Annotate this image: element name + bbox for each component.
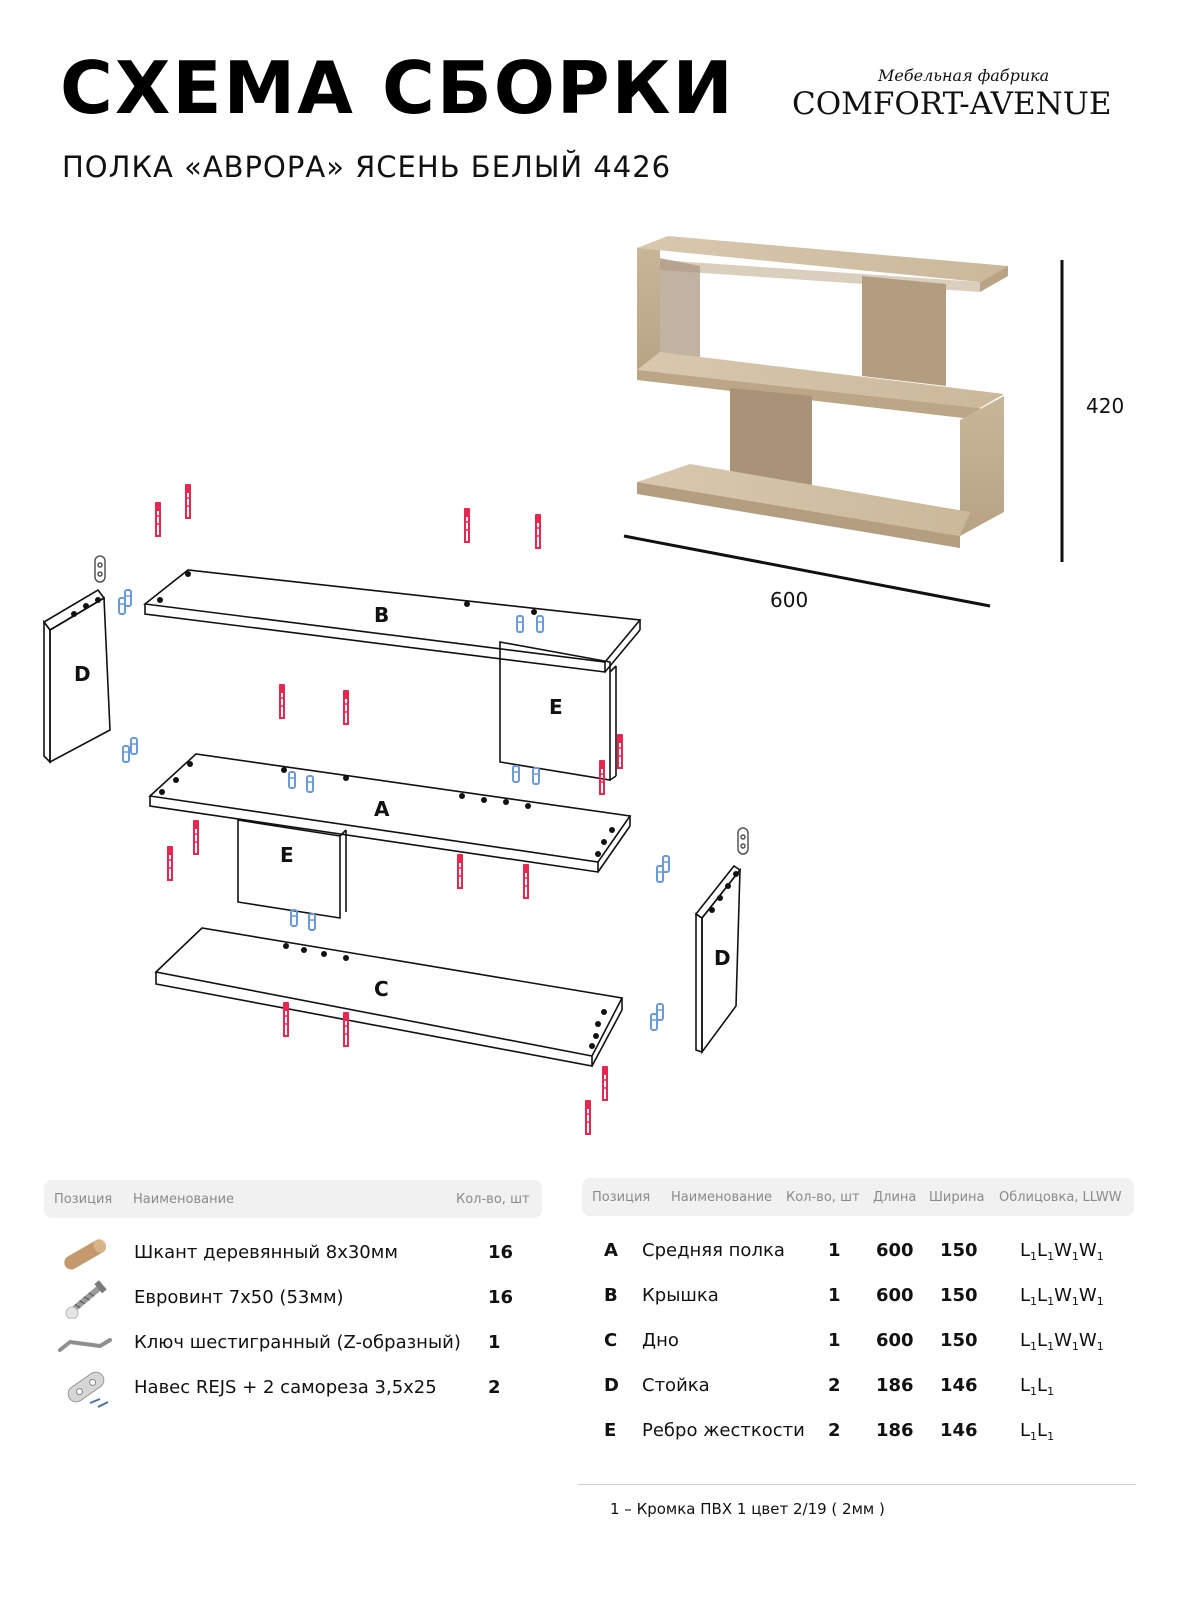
part-row: C Дно 1 600 150 L1L1W1W1 [584,1322,1144,1367]
hanger-icon [94,555,749,855]
fitting-name: Евровинт 7x50 (53мм) [134,1287,344,1308]
fitting-row: Евровинт 7x50 (53мм) 16 [44,1277,544,1322]
part-name: Ребро жесткости [642,1420,805,1441]
part-length: 600 [876,1285,914,1306]
part-name: Крышка [642,1285,719,1306]
col-position: Позиция [54,1192,113,1207]
fittings-table-header: Позиция Наименование Кол-во, шт [44,1180,542,1218]
page-title: СХЕМА СБОРКИ [60,46,735,130]
part-qty: 1 [828,1285,841,1306]
label-panel-b: B [374,603,390,627]
width-dimension-line [623,534,991,608]
fitting-name: Ключ шестигранный (Z-образный) [134,1332,461,1353]
edge-footnote: 1 – Кромка ПВХ 1 цвет 2/19 ( 2мм ) [610,1500,885,1518]
part-edge-code: L1L1 [1020,1420,1055,1443]
part-length: 600 [876,1240,914,1261]
part-qty: 1 [828,1240,841,1261]
col-qty: Кол-во, шт [456,1192,530,1207]
col-name: Наименование [671,1190,773,1205]
fitting-qty: 2 [488,1377,501,1398]
part-qty: 2 [828,1375,841,1396]
part-width: 146 [940,1420,978,1441]
part-row: B Крышка 1 600 150 L1L1W1W1 [584,1277,1144,1322]
part-position: A [604,1240,618,1261]
label-panel-e-top: E [549,695,563,719]
assembly-diagram [42,236,1064,1135]
wooden-dowel-icon [64,1239,107,1270]
part-row: E Ребро жесткости 2 186 146 L1L1 [584,1412,1144,1457]
label-panel-d-right: D [714,946,731,970]
col-edge: Облицовка, LLWW [999,1190,1122,1205]
col-length: Длина [873,1190,917,1205]
part-edge-code: L1L1W1W1 [1020,1330,1104,1353]
fitting-name: Шкант деревянный 8x30мм [134,1242,398,1263]
panel-e-top [499,641,617,781]
fitting-name: Навес REJS + 2 самореза 3,5x25 [134,1377,437,1398]
part-row: A Средняя полка 1 600 150 L1L1W1W1 [584,1232,1144,1277]
hanger-icon [67,1371,109,1408]
part-name: Средняя полка [642,1240,785,1261]
part-edge-code: L1L1 [1020,1375,1055,1398]
part-width: 146 [940,1375,978,1396]
fitting-row: Навес REJS + 2 самореза 3,5x25 2 [44,1367,544,1412]
part-width: 150 [940,1240,978,1261]
brand-logo: COMFORT-AVENUE [792,86,1112,122]
col-name: Наименование [133,1192,235,1207]
label-panel-c: C [374,977,389,1001]
fitting-row: Шкант деревянный 8x30мм 16 [44,1232,544,1277]
part-edge-code: L1L1W1W1 [1020,1240,1104,1263]
part-qty: 2 [828,1420,841,1441]
assembled-shelf-render [637,236,1008,548]
table-divider [578,1484,1136,1485]
part-name: Дно [642,1330,679,1351]
part-length: 186 [876,1420,914,1441]
part-length: 600 [876,1330,914,1351]
label-panel-a: A [374,797,390,821]
width-dimension-label: 600 [770,588,809,612]
label-panel-e-mid: E [280,843,294,867]
part-qty: 1 [828,1330,841,1351]
part-name: Стойка [642,1375,710,1396]
part-length: 186 [876,1375,914,1396]
panel-b [143,569,642,673]
col-width: Ширина [929,1190,985,1205]
part-width: 150 [940,1330,978,1351]
height-dimension-label: 420 [1086,394,1125,418]
col-qty: Кол-во, шт [786,1190,860,1205]
label-panel-d-left: D [74,662,91,686]
hex-key-icon [58,1338,112,1352]
panel-e-mid [237,819,347,919]
panel-c [154,927,624,1067]
col-position: Позиция [592,1190,651,1205]
part-position: B [604,1285,618,1306]
panel-a [148,753,632,873]
fitting-qty: 16 [488,1242,514,1263]
parts-table-header: Позиция Наименование Кол-во, шт Длина Ши… [582,1178,1134,1216]
part-position: E [604,1420,617,1441]
part-row: D Стойка 2 186 146 L1L1 [584,1367,1144,1412]
euroscrew-icon [65,1280,107,1319]
part-position: C [604,1330,618,1351]
part-width: 150 [940,1285,978,1306]
fitting-row: Ключ шестигранный (Z-образный) 1 [44,1322,544,1367]
part-position: D [604,1375,619,1396]
brand-tagline: Мебельная фабрика [878,66,1050,85]
product-subtitle: ПОЛКА «АВРОРА» ЯСЕНЬ БЕЛЫЙ 4426 [62,150,672,184]
fitting-qty: 1 [488,1332,501,1353]
part-edge-code: L1L1W1W1 [1020,1285,1104,1308]
fitting-qty: 16 [488,1287,514,1308]
